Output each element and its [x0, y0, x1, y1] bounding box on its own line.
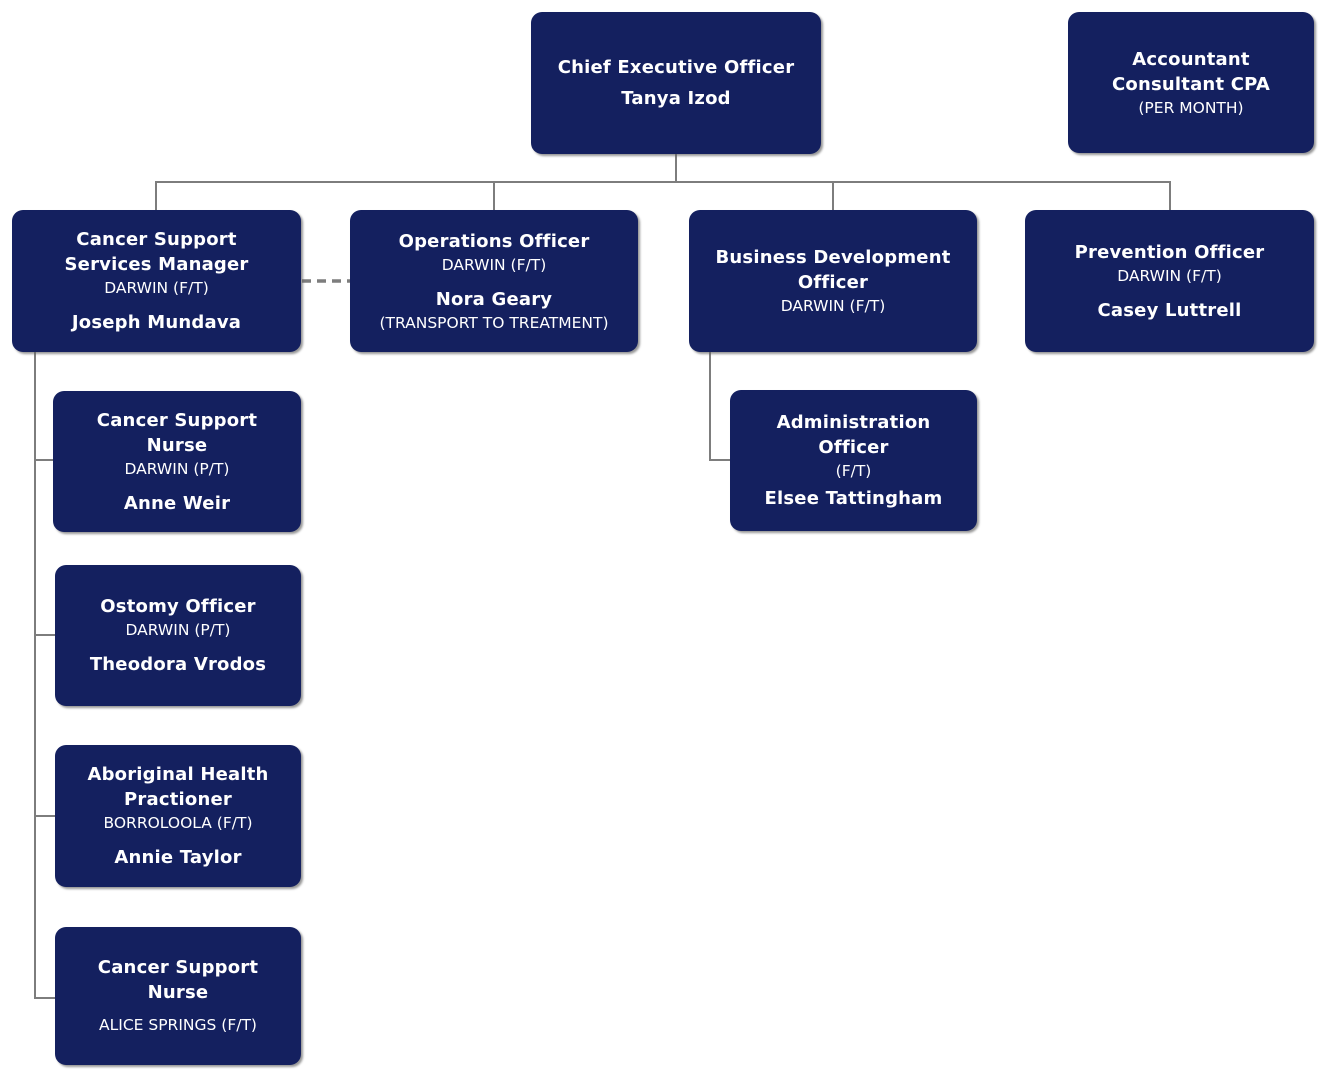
person-name: Elsee Tattingham: [764, 488, 943, 509]
role-title: Operations Officer: [398, 230, 590, 252]
person-name: Anne Weir: [123, 492, 231, 514]
role-title: Business Development: [715, 246, 951, 268]
role-location: DARWIN (F/T): [1117, 266, 1222, 285]
role-note: (PER MONTH): [1138, 98, 1244, 117]
role-location: ALICE SPRINGS (F/T): [99, 1016, 257, 1034]
role-title-line-2: Officer: [797, 271, 869, 293]
person-name: Theodora Vrodos: [89, 654, 267, 675]
role-title: Accountant: [1132, 48, 1250, 70]
role-location: BORROLOOLA (F/T): [103, 814, 253, 832]
org-node-prevention: Prevention Officer DARWIN (F/T) Casey Lu…: [1025, 210, 1314, 352]
role-location: DARWIN (P/T): [124, 459, 230, 478]
role-note: (TRANSPORT TO TREATMENT): [379, 313, 609, 332]
role-location: (F/T): [835, 462, 872, 480]
org-node-operations: Operations Officer DARWIN (F/T) Nora Gea…: [350, 210, 638, 352]
person-name: Tanya Izod: [621, 88, 731, 109]
role-title: Chief Executive Officer: [557, 57, 795, 78]
role-location: DARWIN (F/T): [441, 255, 547, 274]
role-title-line-2: Consultant CPA: [1111, 73, 1270, 95]
org-node-cancer-support-nurse-alice: Cancer Support Nurse ALICE SPRINGS (F/T): [55, 927, 301, 1065]
role-title: Cancer Support Nurse: [97, 957, 259, 1003]
role-title: Ostomy Officer: [100, 596, 256, 617]
org-node-cancer-support-nurse-darwin: Cancer Support Nurse DARWIN (P/T) Anne W…: [53, 391, 301, 532]
org-node-administration: Administration Officer (F/T) Elsee Tatti…: [730, 390, 977, 531]
role-location: DARWIN (P/T): [125, 621, 231, 639]
person-name: Nora Geary: [435, 288, 553, 310]
org-node-ostomy: Ostomy Officer DARWIN (P/T) Theodora Vro…: [55, 565, 301, 706]
person-name: Casey Luttrell: [1097, 299, 1242, 321]
person-name: Joseph Mundava: [71, 312, 242, 333]
org-node-accountant: Accountant Consultant CPA (PER MONTH): [1068, 12, 1314, 153]
role-title: Prevention Officer: [1074, 241, 1265, 263]
role-title-line-2: Services Manager: [64, 254, 249, 275]
role-title: Aboriginal Health: [87, 764, 269, 785]
role-title: Cancer Support: [96, 409, 258, 431]
org-node-manager: Cancer Support Services Manager DARWIN (…: [12, 210, 301, 352]
role-title: Cancer Support: [76, 229, 237, 250]
role-title: Administration Officer: [776, 412, 931, 458]
connector-bdo-admin: [709, 352, 730, 461]
person-name: Annie Taylor: [114, 847, 242, 868]
org-node-ceo: Chief Executive Officer Tanya Izod: [531, 12, 821, 154]
role-location: DARWIN (F/T): [104, 279, 209, 297]
org-node-aboriginal-health: Aboriginal Health Practioner BORROLOOLA …: [55, 745, 301, 887]
role-location: DARWIN (F/T): [780, 296, 886, 315]
org-node-business-development: Business Development Officer DARWIN (F/T…: [689, 210, 977, 352]
role-title-line-2: Practioner: [124, 789, 232, 810]
role-title-line-2: Nurse: [146, 434, 208, 456]
